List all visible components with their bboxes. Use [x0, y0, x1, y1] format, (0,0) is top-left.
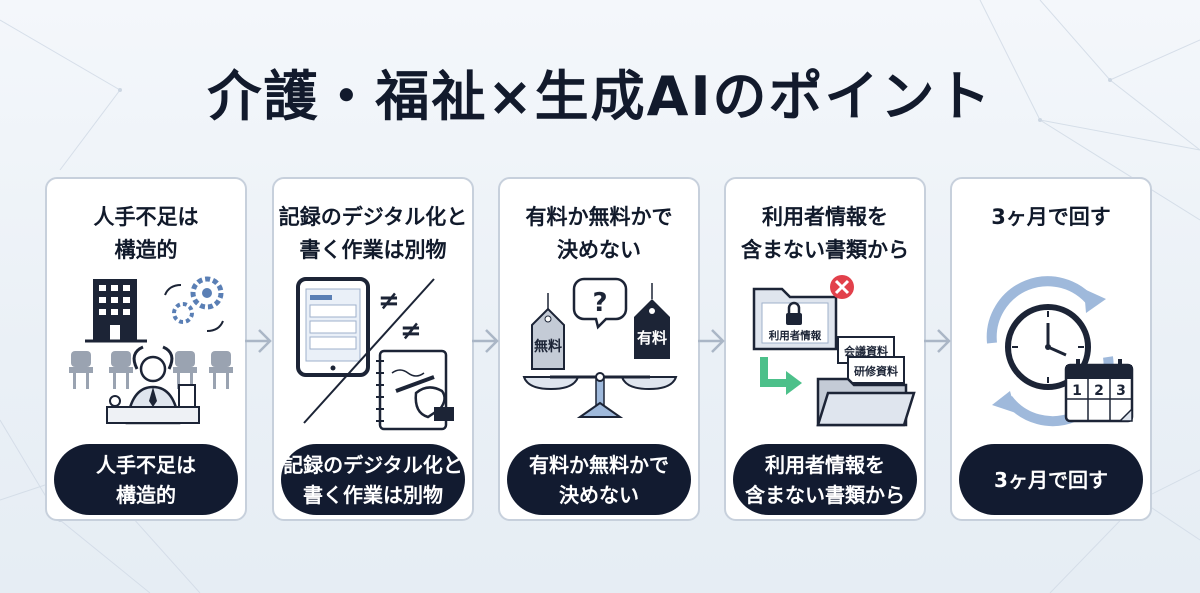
card-cost-decision: 有料か無料かで 決めない ? 無料 有料 有料か無料かで 決めない — [498, 177, 700, 521]
summary-pill: 利用者情報を 含まない書類から — [733, 444, 917, 515]
locked-folder-label: 利用者情報 — [769, 329, 822, 342]
free-tag-label: 無料 — [534, 338, 562, 355]
chevron-right-icon — [245, 329, 272, 353]
understaffed-office-icon — [69, 276, 233, 425]
card-title: 有料か無料かで 決めない — [525, 205, 673, 262]
doc-label-meeting: 会議資料 — [844, 344, 888, 358]
pill-text: 利用者情報を 含まない書類から — [745, 452, 905, 507]
calendar-day-2: 2 — [1094, 383, 1104, 399]
pill-text: 3ヶ月で回す — [994, 467, 1108, 492]
svg-text:≠: ≠ — [400, 316, 422, 346]
card-title: 人手不足は 構造的 — [93, 205, 199, 262]
summary-pill: 3ヶ月で回す — [959, 444, 1143, 515]
price-scale-icon: ? 無料 有料 — [522, 277, 678, 418]
svg-text:≠: ≠ — [378, 286, 400, 316]
doc-label-training: 研修資料 — [854, 364, 898, 378]
paid-tag-label: 有料 — [637, 329, 667, 347]
summary-pill: 記録のデジタル化と 書く作業は別物 — [281, 444, 465, 515]
card-digitization: 記録のデジタル化と 書く作業は別物 ≠ ≠ 記録のデジタル化と 書く作業は別物 — [272, 177, 474, 521]
page-title: 介護・福祉×生成AIのポイント — [207, 65, 993, 128]
card-understaffing: 人手不足は 構造的 人手不足は — [45, 177, 247, 521]
card-title: 3ヶ月で回す — [991, 205, 1111, 229]
card-title: 利用者情報を 含まない書類から — [741, 205, 909, 262]
summary-pill: 有料か無料かで 決めない — [507, 444, 691, 515]
tablet-vs-handwriting-icon: ≠ ≠ — [296, 277, 454, 431]
calendar-day-1: 1 — [1072, 383, 1082, 399]
pill-text: 有料か無料かで 決めない — [529, 452, 669, 507]
chevron-right-icon — [472, 329, 499, 353]
card-title: 記録のデジタル化と 書く作業は別物 — [278, 205, 468, 262]
summary-pill: 人手不足は 構造的 — [54, 444, 238, 515]
question-mark: ? — [592, 288, 607, 318]
card-no-user-info: 利用者情報を 含まない書類から 利用者情報 会議資料 研修資料 利用者情報を 含… — [724, 177, 926, 521]
chevron-right-icon — [924, 329, 951, 353]
pill-text: 記録のデジタル化と 書く作業は別物 — [283, 452, 463, 507]
chevron-right-icon — [698, 329, 725, 353]
clock-cycle-icon: 1 2 3 — [986, 276, 1134, 427]
card-three-month-cycle: 3ヶ月で回す 1 2 3 3ヶ月で回す — [950, 177, 1152, 521]
calendar-day-3: 3 — [1116, 383, 1126, 399]
pill-text: 人手不足は 構造的 — [96, 452, 196, 507]
document-folders-icon: 利用者情報 会議資料 研修資料 — [752, 275, 916, 427]
